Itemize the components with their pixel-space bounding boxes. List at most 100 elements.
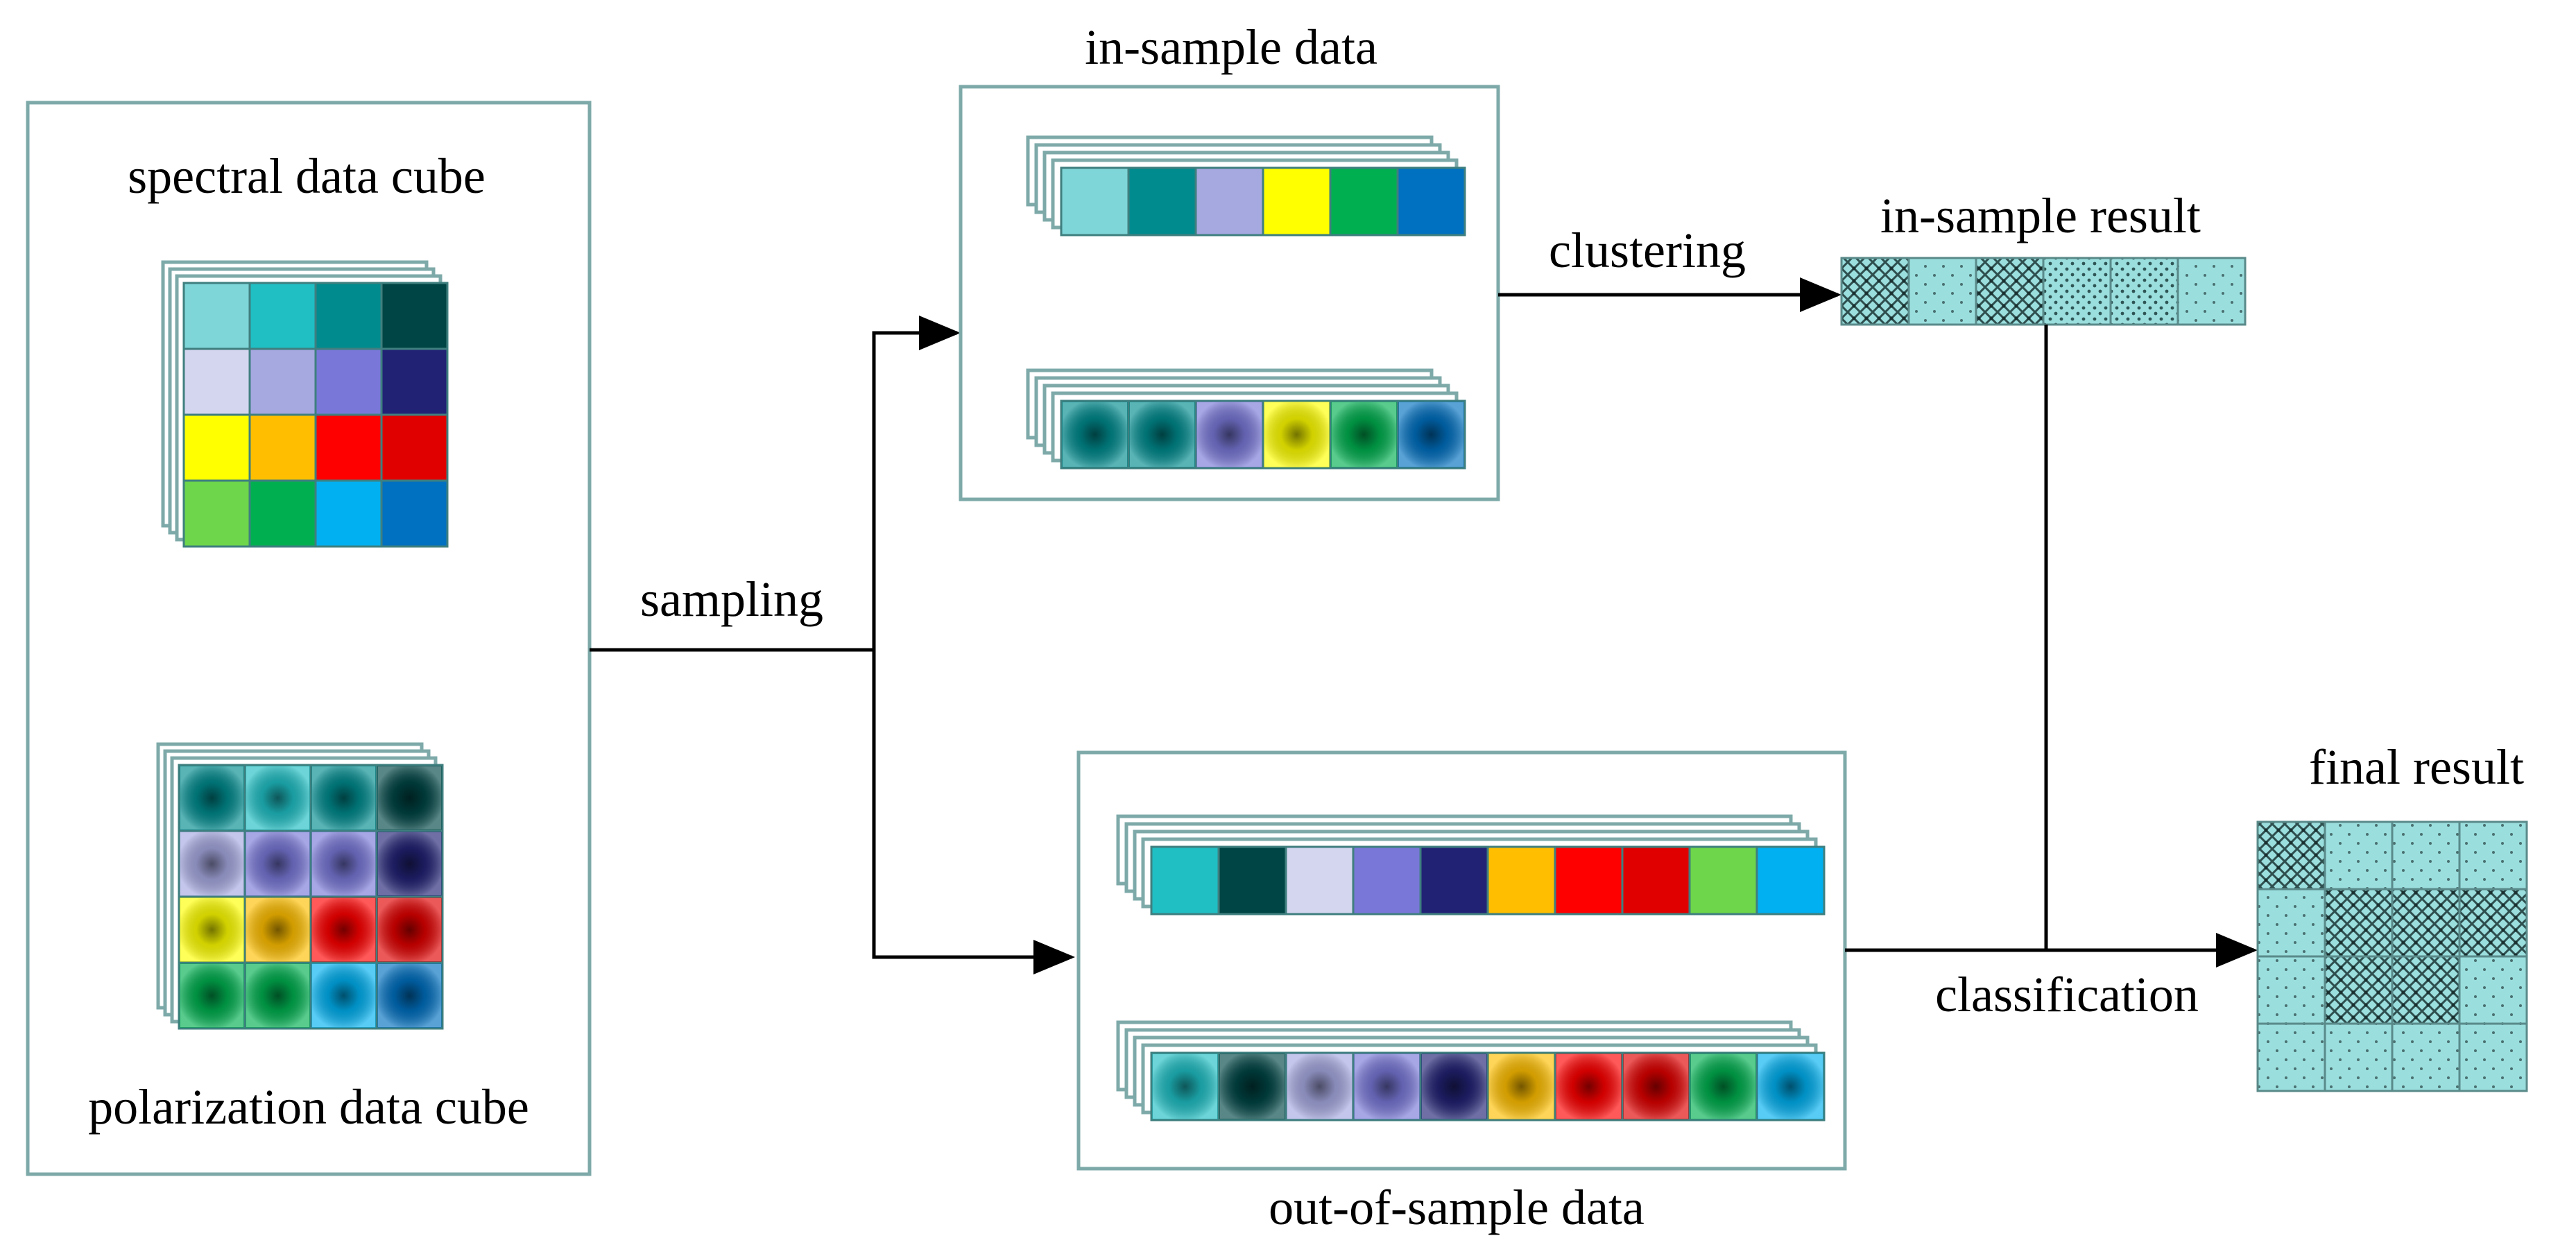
data-cell [248, 413, 317, 482]
data-cell [182, 479, 251, 548]
data-cell [1329, 166, 1399, 237]
cell-shading [246, 898, 309, 961]
in-sample-polarization-vector [1026, 368, 1466, 470]
data-cell [1419, 845, 1489, 915]
cell-shading [378, 832, 441, 895]
result-cell-sparse [2256, 1022, 2326, 1092]
data-cell [1262, 166, 1332, 237]
data-cell [1396, 166, 1466, 237]
data-cell [1486, 845, 1556, 915]
in-sample-spectral-vector [1026, 135, 1466, 237]
result-cell-dense [2458, 888, 2528, 958]
cell-shading [312, 964, 375, 1027]
data-cell [314, 282, 383, 350]
result-cell-sparse [2458, 820, 2528, 891]
clustering-label: clustering [1549, 223, 1746, 278]
data-cell [1688, 845, 1758, 915]
result-cell-sparse [2324, 820, 2394, 891]
cell-shading [1758, 1054, 1823, 1119]
cell-shading [246, 766, 309, 829]
in-sample-data-title: in-sample data [1085, 19, 1377, 75]
sampling-arrow-up [872, 316, 961, 650]
data-cell [182, 282, 251, 350]
out-sample-spectral-vector [1116, 814, 1826, 915]
data-cell [1150, 845, 1220, 915]
final-result-grid [2256, 820, 2528, 1092]
cell-shading [1399, 402, 1463, 467]
cell-shading [1220, 1054, 1285, 1119]
out-sample-panel [1076, 750, 1847, 1171]
sampling-label: sampling [640, 571, 823, 627]
cell-shading [1624, 1054, 1688, 1119]
classification-label: classification [1935, 967, 2199, 1022]
cell-shading [1130, 402, 1194, 467]
data-cell [1217, 845, 1287, 915]
data-cell [1755, 845, 1826, 915]
data-cell [248, 282, 317, 350]
data-cell [380, 347, 449, 416]
data-cell [1554, 845, 1624, 915]
data-cell [1194, 166, 1264, 237]
result-cell-dense [2391, 888, 2461, 958]
cell-shading [1287, 1054, 1352, 1119]
data-cell [380, 413, 449, 482]
cell-shading [312, 832, 375, 895]
cell-shading [1489, 1054, 1554, 1119]
data-cell [1060, 166, 1130, 237]
cell-shading [1422, 1054, 1486, 1119]
cell-shading [1264, 402, 1329, 467]
cell-shading [1355, 1054, 1419, 1119]
result-cell-medium [2109, 257, 2179, 326]
result-cell-sparse [2256, 955, 2326, 1025]
cell-shading [180, 898, 243, 961]
result-cell-sparse [2176, 257, 2247, 326]
cell-shading [1556, 1054, 1621, 1119]
result-cell-sparse [2458, 955, 2528, 1025]
spectral-cube-label: spectral data cube [128, 148, 486, 204]
result-cell-sparse [1907, 257, 1977, 326]
out-sample-polarization-vector [1116, 1020, 1826, 1121]
cell-shading [312, 766, 375, 829]
in-sample-result-strip [1840, 257, 2247, 326]
data-cell [314, 413, 383, 482]
result-cell-sparse [2256, 888, 2326, 958]
result-cell-dense [2256, 820, 2326, 891]
data-cell [1285, 845, 1355, 915]
result-cell-dense [1975, 257, 2045, 326]
polarization-data-cube [156, 742, 444, 1030]
result-cell-dense [2324, 888, 2394, 958]
cell-shading [378, 766, 441, 829]
data-cell [380, 479, 449, 548]
data-cell [314, 347, 383, 416]
cell-shading [246, 964, 309, 1027]
cell-shading [378, 898, 441, 961]
data-cell [1127, 166, 1197, 237]
result-cell-sparse [2391, 1022, 2461, 1092]
cell-shading [1063, 402, 1127, 467]
cell-shading [312, 898, 375, 961]
cell-shading [246, 832, 309, 895]
sampling-arrow-down [872, 650, 1075, 974]
cell-shading [1332, 402, 1396, 467]
final-result-title: final result [2309, 739, 2524, 795]
out-of-sample-data-title: out-of-sample data [1269, 1180, 1645, 1235]
spectral-data-cube [161, 260, 449, 548]
result-cell-medium [2042, 257, 2112, 326]
data-cell [380, 282, 449, 350]
result-cell-sparse [2391, 820, 2461, 891]
cell-shading [1153, 1054, 1217, 1119]
result-cell-sparse [2458, 1022, 2528, 1092]
result-cell-dense [2324, 955, 2394, 1025]
data-cell [1352, 845, 1422, 915]
data-cell [182, 413, 251, 482]
input-panel [26, 101, 592, 1176]
data-cell [314, 479, 383, 548]
data-cell [248, 347, 317, 416]
result-cell-dense [2391, 955, 2461, 1025]
result-cell-sparse [2324, 1022, 2394, 1092]
data-cell [1621, 845, 1691, 915]
data-cell [182, 347, 251, 416]
cell-shading [180, 766, 243, 829]
result-cell-dense [1840, 257, 1910, 326]
